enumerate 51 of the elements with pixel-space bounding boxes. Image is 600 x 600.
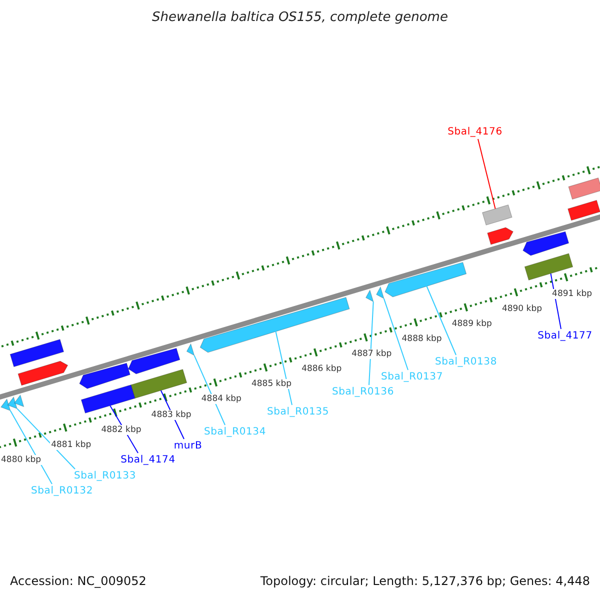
- position-label: 4887 kbp: [350, 349, 393, 360]
- genome-info: Accession: NC_009052: [10, 574, 146, 588]
- gene-label: Sbal_R0132: [31, 486, 93, 496]
- position-label: 4880 kbp: [0, 454, 42, 465]
- position-label: 4890 kbp: [500, 304, 543, 314]
- leader-line: [275, 330, 292, 406]
- gene-feature: [524, 253, 574, 281]
- position-label: 4888 kbp: [400, 334, 443, 344]
- gene-feature: [186, 343, 195, 356]
- gene-feature: [7, 396, 18, 410]
- gene-label: Sbal_R0136: [332, 386, 394, 398]
- position-label: 4886 kbp: [300, 364, 343, 374]
- gene-feature: [18, 360, 68, 386]
- gene-label: Sbal_R0133: [74, 470, 136, 482]
- position-label: 4883 kbp: [150, 410, 192, 420]
- gene-label: Sbal_R0134: [204, 426, 266, 438]
- gene-label: Sbal_4177: [538, 330, 592, 342]
- gene-feature: [14, 394, 24, 408]
- gene-label: murB: [174, 440, 202, 452]
- gene-feature: [365, 289, 374, 302]
- gene-feature: [522, 231, 570, 256]
- gene-feature: [128, 348, 180, 374]
- title: Shewanella baltica OS155, complete genome: [151, 10, 449, 25]
- position-label: 4884 kbp: [200, 394, 242, 404]
- leader-line: [383, 298, 408, 370]
- gene-feature: [200, 297, 350, 353]
- position-label: 4889 kbp: [450, 319, 493, 330]
- gene-label: Sbal_R0137: [381, 372, 443, 382]
- position-label: 4885 kbp: [250, 379, 293, 390]
- gene-feature: [10, 338, 64, 368]
- gene-feature: [0, 398, 11, 412]
- position-label: 4891 kbp: [551, 289, 594, 300]
- gene-feature: [80, 384, 136, 414]
- leader-line: [368, 301, 374, 386]
- gene-feature: [384, 262, 467, 298]
- position-label: 4881 kbp: [50, 440, 92, 450]
- gene-label: Sbal_R0138: [435, 356, 497, 368]
- gene-label: Sbal_4176: [448, 126, 502, 138]
- gene-feature: [487, 227, 514, 245]
- gene-feature: [130, 368, 188, 399]
- position-label: 4882 kbp: [100, 424, 142, 435]
- genome-info: Topology: circular; Length: 5,127,376 bp; Genes: 4,448: [260, 574, 590, 588]
- leader-line: [10, 410, 52, 484]
- gene-feature: [482, 204, 512, 226]
- gene-label: Sbal_R0135: [267, 406, 329, 418]
- leader-line: [16, 408, 76, 470]
- gene-feature: [568, 177, 600, 200]
- gene-feature: [79, 362, 130, 389]
- leader-line: [478, 138, 496, 210]
- gene-feature: [568, 200, 600, 221]
- gene-label: Sbal_4174: [120, 454, 176, 466]
